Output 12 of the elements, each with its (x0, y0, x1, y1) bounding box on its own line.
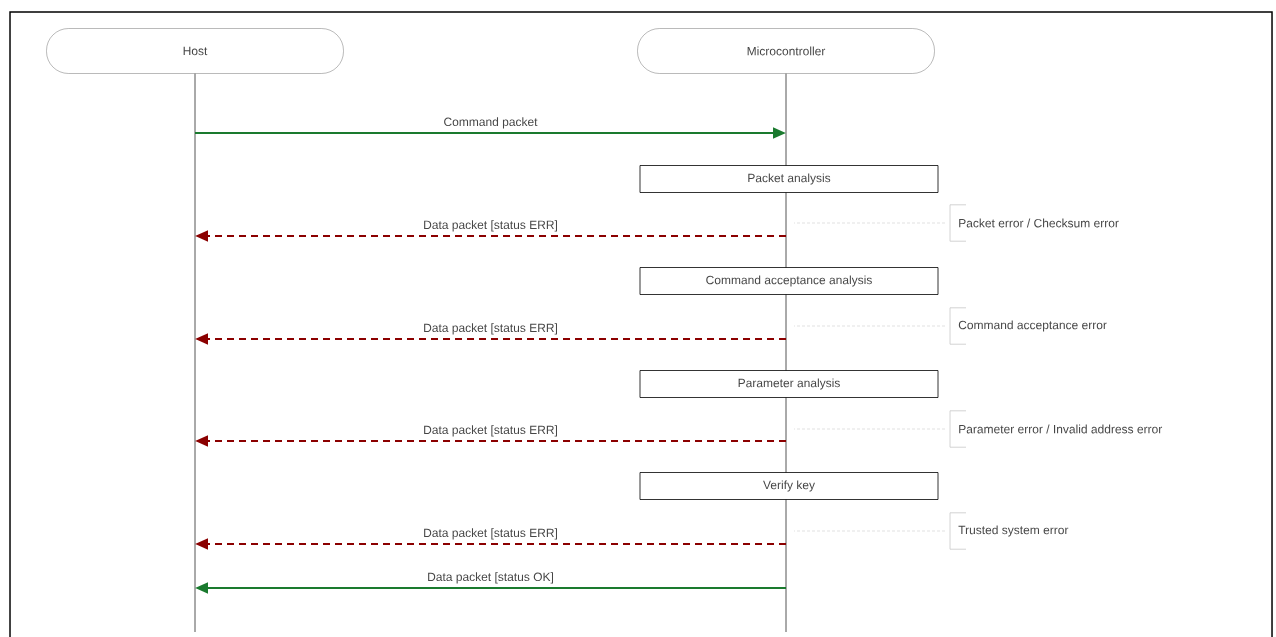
participant-box: Microcontroller (637, 28, 935, 74)
note-bracket: Parameter error / Invalid address error (949, 410, 1163, 448)
participant-box: Host (46, 28, 344, 74)
note-bracket: Packet error / Checksum error (949, 204, 1119, 242)
note-bracket: Command acceptance error (949, 307, 1107, 345)
edge-label: Command packet (444, 117, 538, 129)
edge-label: Data packet [status ERR] (424, 528, 557, 540)
edge-label: Data packet [status ERR] (424, 425, 557, 437)
edge-label: Data packet [status ERR] (424, 220, 557, 232)
edge-label: Data packet [status ERR] (424, 323, 557, 335)
edge-label: Data packet [status OK] (428, 572, 553, 584)
note-bracket: Trusted system error (949, 512, 1069, 550)
